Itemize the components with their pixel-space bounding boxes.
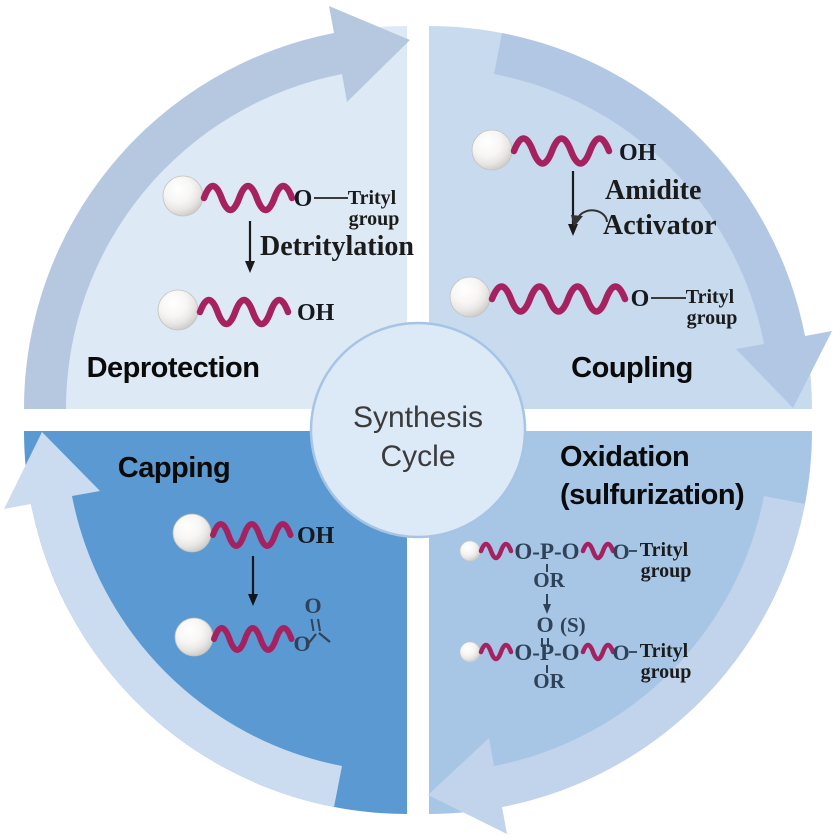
cycle-arrow-coupling-to-oxidation bbox=[494, 33, 832, 408]
atom-label: O bbox=[612, 539, 629, 564]
side-group-label: OR bbox=[533, 669, 565, 693]
atom-label: OH bbox=[619, 140, 657, 166]
bond-line bbox=[307, 633, 317, 645]
quadrant-label-capping: Capping bbox=[118, 452, 231, 484]
oligo-squiggle-icon bbox=[580, 541, 616, 561]
atom-label: O bbox=[612, 640, 629, 665]
atom-label: O bbox=[304, 593, 321, 618]
trityl-group-label: group bbox=[349, 208, 400, 230]
oligo-squiggle-icon bbox=[510, 135, 613, 167]
bead-icon bbox=[449, 276, 491, 318]
oligo-squiggle-icon bbox=[196, 296, 292, 328]
atom-label: O bbox=[294, 186, 313, 212]
capping-quadrant bbox=[24, 431, 407, 814]
reaction-arrowhead-icon bbox=[245, 261, 255, 273]
deprotection-quadrant bbox=[24, 26, 407, 409]
cycle-arrow-capping-to-deprotection bbox=[4, 432, 342, 807]
bead-icon bbox=[172, 513, 212, 553]
trityl-group-label: Trityl bbox=[640, 640, 689, 662]
double-bond-line bbox=[317, 618, 321, 632]
cycle-arrow-deprotection-to-coupling bbox=[24, 6, 410, 409]
bead-icon bbox=[459, 641, 481, 663]
quadrant-label-deprotection: Deprotection bbox=[87, 352, 260, 384]
curved-arrowhead-icon bbox=[571, 215, 583, 227]
reaction-label: Activator bbox=[603, 210, 717, 241]
oligo-squiggle-icon bbox=[211, 625, 295, 653]
center-title: Cycle bbox=[380, 440, 455, 473]
center-circle bbox=[309, 321, 527, 539]
quadrant-label-oxidation: Oxidation bbox=[560, 441, 689, 473]
reaction-arrowhead-icon bbox=[248, 594, 258, 606]
oligo-squiggle-icon bbox=[580, 642, 616, 662]
atom-label: O bbox=[293, 631, 310, 656]
acetyl-group-structure: O O bbox=[293, 593, 331, 656]
reaction-arrowhead-icon bbox=[543, 604, 551, 614]
trityl-group-label: Trityl bbox=[348, 187, 397, 209]
oxidation-quadrant bbox=[429, 431, 812, 814]
phosphate-backbone-label: O-P-O bbox=[514, 539, 579, 564]
trityl-group-label: Trityl bbox=[640, 539, 689, 561]
bead-icon bbox=[157, 289, 199, 331]
oligo-squiggle-icon bbox=[210, 521, 294, 549]
phosphate-backbone-label: O-P-O bbox=[514, 640, 579, 665]
sulfur-alt-label: (S) bbox=[560, 613, 586, 637]
trityl-group-label: Trityl bbox=[686, 286, 735, 308]
bond-line bbox=[318, 632, 331, 643]
quadrant-label-coupling: Coupling bbox=[571, 352, 693, 384]
deprotection-content: O Trityl group Detritylation OH Deprotec… bbox=[87, 175, 414, 384]
oxidation-content: Oxidation (sulfurization) O-P-O O Trityl… bbox=[459, 441, 745, 693]
reaction-arrowhead-icon bbox=[568, 224, 578, 236]
curved-arrow-icon bbox=[577, 209, 608, 223]
cycle-arrow-oxidation-to-capping bbox=[428, 496, 805, 834]
side-group-label: OR bbox=[533, 568, 565, 592]
atom-label: OH bbox=[297, 523, 335, 549]
capping-content: Capping OH O O bbox=[118, 452, 335, 657]
quadrant-label-oxidation: (sulfurization) bbox=[560, 479, 744, 511]
reaction-label: Detritylation bbox=[260, 231, 414, 262]
oligo-squiggle-icon bbox=[478, 642, 514, 662]
trityl-group-label: group bbox=[641, 661, 692, 683]
atom-label: O bbox=[631, 286, 650, 312]
atom-label: O bbox=[536, 612, 553, 637]
atom-label: OH bbox=[297, 300, 335, 326]
center-title: Synthesis bbox=[353, 401, 483, 434]
oligo-squiggle-icon bbox=[200, 182, 296, 214]
coupling-content: OH Amidite Activator O Trityl group Coup… bbox=[449, 129, 738, 384]
trityl-group-label: group bbox=[641, 560, 692, 582]
bead-icon bbox=[162, 175, 204, 217]
double-bond-line bbox=[310, 618, 315, 632]
oligo-squiggle-icon bbox=[488, 283, 629, 315]
bead-icon bbox=[174, 617, 214, 657]
oligo-squiggle-icon bbox=[478, 541, 514, 561]
bead-icon bbox=[459, 540, 481, 562]
trityl-group-label: group bbox=[687, 307, 738, 329]
bead-icon bbox=[471, 129, 513, 171]
reaction-label: Amidite bbox=[605, 175, 701, 206]
